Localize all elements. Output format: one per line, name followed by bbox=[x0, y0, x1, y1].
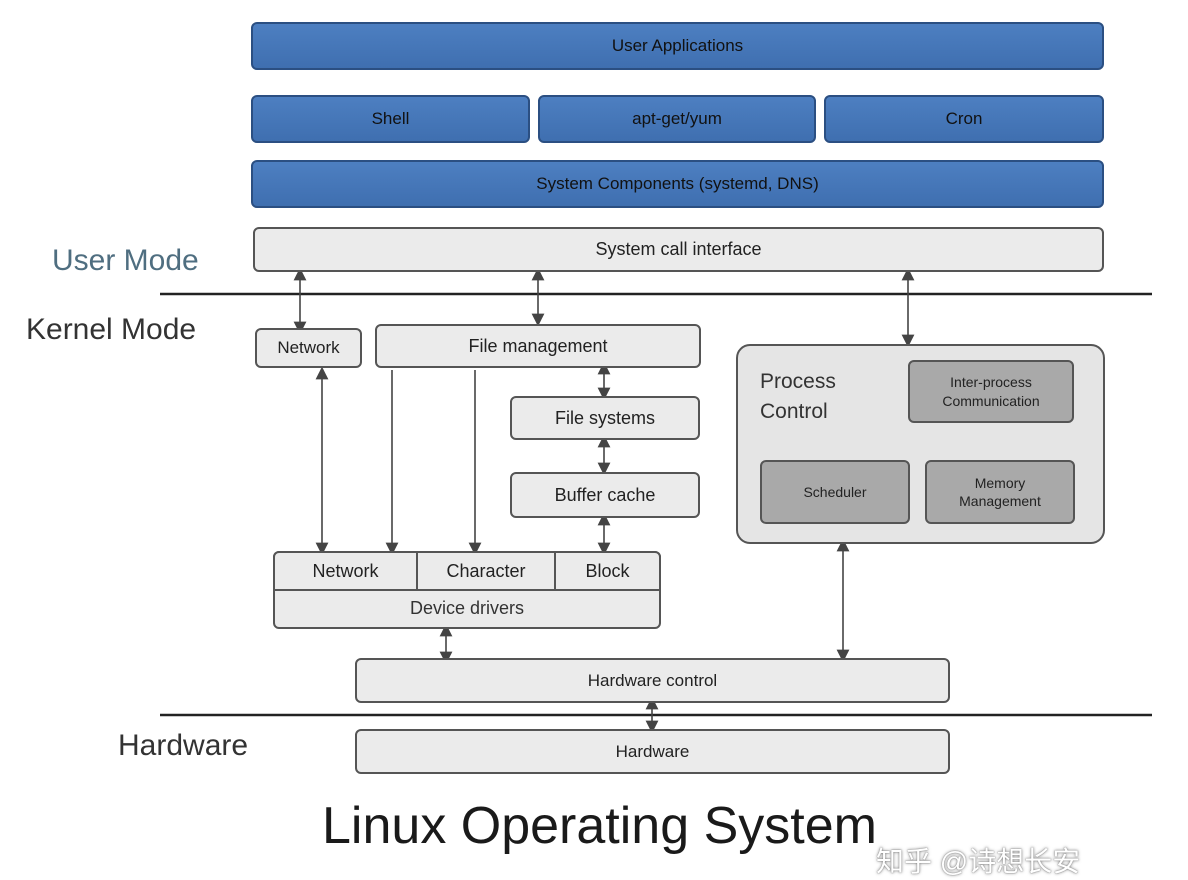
file-management-box: File management bbox=[375, 324, 701, 368]
system-components-box: System Components (systemd, DNS) bbox=[251, 160, 1104, 208]
memory-label-line2: Management bbox=[959, 493, 1041, 509]
driver-network-label: Network bbox=[312, 560, 379, 581]
package-manager-label: apt-get/yum bbox=[632, 109, 722, 128]
user-applications-label: User Applications bbox=[611, 36, 744, 55]
file-management-label: File management bbox=[468, 335, 608, 356]
memory-management-box: Memory Management bbox=[925, 460, 1075, 524]
system-components-label: System Components (systemd, DNS) bbox=[536, 174, 819, 193]
hardware-box: Hardware bbox=[355, 729, 950, 774]
hardware-control-label: Hardware control bbox=[587, 670, 718, 690]
memory-label-line1: Memory bbox=[974, 474, 1026, 491]
file-systems-label: File systems bbox=[554, 407, 655, 428]
network-label: Network bbox=[277, 338, 340, 357]
hardware-control-box: Hardware control bbox=[355, 658, 950, 703]
inter-process-communication-box: Inter-process Communication bbox=[908, 360, 1074, 423]
system-call-interface-box: System call interface bbox=[253, 227, 1104, 272]
device-drivers-label: Device drivers bbox=[409, 598, 525, 618]
driver-character-label: Character bbox=[446, 560, 526, 581]
user-mode-label: User Mode bbox=[52, 244, 199, 277]
process-control-title-line1: Process bbox=[760, 370, 836, 393]
cron-box: Cron bbox=[824, 95, 1104, 143]
scheduler-box: Scheduler bbox=[760, 460, 910, 524]
cron-label: Cron bbox=[945, 109, 983, 128]
network-box: Network bbox=[255, 328, 362, 368]
package-manager-box: apt-get/yum bbox=[538, 95, 816, 143]
ipc-label-line2: Communication bbox=[942, 392, 1040, 409]
scheduler-label: Scheduler bbox=[803, 483, 867, 500]
ipc-label-line1: Inter-process bbox=[950, 374, 1032, 391]
system-call-interface-label: System call interface bbox=[595, 239, 762, 259]
file-systems-box: File systems bbox=[510, 396, 700, 440]
driver-block-box: Block bbox=[554, 551, 661, 591]
diagram-title: Linux Operating System bbox=[322, 797, 877, 855]
shell-label: Shell bbox=[371, 109, 410, 128]
watermark-text: 知乎 @诗想长安 bbox=[876, 846, 1081, 877]
hardware-box-label: Hardware bbox=[615, 741, 690, 761]
buffer-cache-label: Buffer cache bbox=[554, 484, 656, 505]
driver-block-label: Block bbox=[585, 560, 630, 581]
user-applications-box: User Applications bbox=[251, 22, 1104, 70]
kernel-mode-label: Kernel Mode bbox=[26, 313, 197, 346]
hardware-mode-label: Hardware bbox=[118, 729, 249, 762]
driver-character-box: Character bbox=[416, 551, 556, 591]
buffer-cache-box: Buffer cache bbox=[510, 472, 700, 518]
shell-box: Shell bbox=[251, 95, 530, 143]
process-control-title-line2: Control bbox=[760, 400, 828, 423]
driver-network-box: Network bbox=[273, 551, 418, 591]
